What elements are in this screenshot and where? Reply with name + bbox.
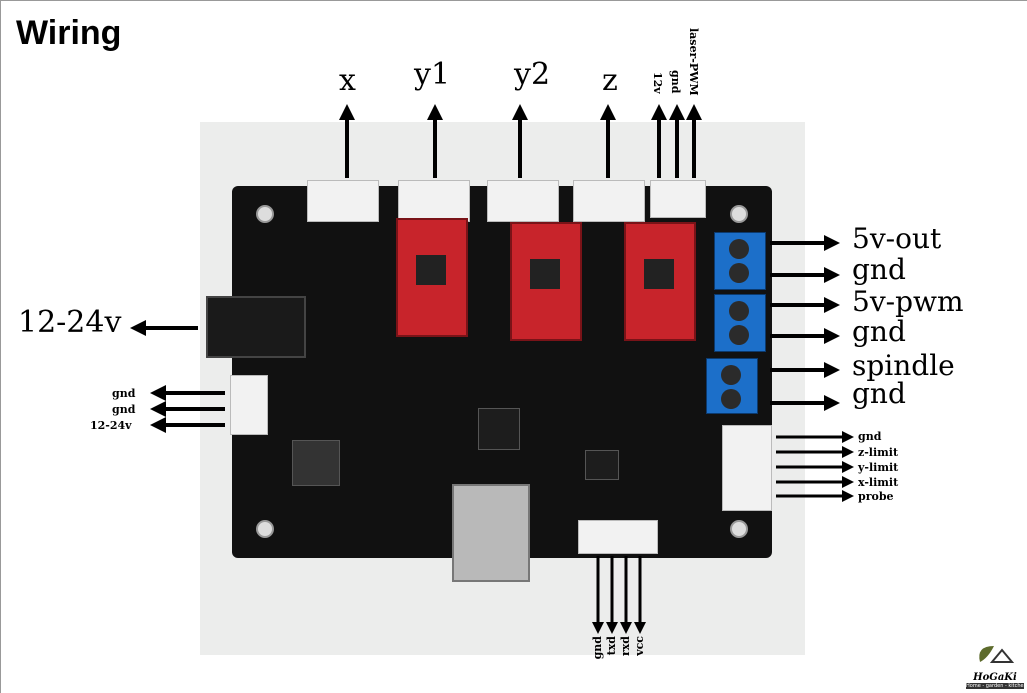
terminal-5v-out bbox=[714, 232, 766, 290]
label-5v-out: 5v-out bbox=[852, 222, 942, 255]
label-12-24v: 12-24v bbox=[18, 305, 122, 340]
label-spindle: spindle bbox=[852, 349, 955, 382]
stepper-driver-module bbox=[510, 222, 582, 341]
usb-b-port bbox=[452, 484, 530, 582]
limit-connector bbox=[722, 425, 772, 511]
mount-hole bbox=[256, 520, 274, 538]
ch340-chip bbox=[585, 450, 619, 480]
dc-power-jack bbox=[206, 296, 306, 358]
label-gnd: gnd bbox=[858, 430, 882, 443]
label-5v-pwm: 5v-pwm bbox=[852, 285, 964, 318]
label-txd: txd bbox=[605, 636, 618, 656]
label-12v: 12v bbox=[651, 72, 664, 94]
label-laser-pwm: laser-PWM bbox=[687, 28, 700, 96]
stepper-driver-module bbox=[396, 218, 468, 337]
microcontroller-chip bbox=[478, 408, 520, 450]
page-title: Wiring bbox=[16, 14, 122, 52]
label-probe: probe bbox=[858, 490, 894, 503]
x-motor-connector bbox=[307, 180, 379, 222]
label-vcc: vcc bbox=[633, 636, 646, 656]
label-rxd: rxd bbox=[619, 636, 632, 657]
power-connector bbox=[230, 375, 268, 435]
label-y2: y2 bbox=[514, 57, 551, 92]
mount-hole bbox=[256, 205, 274, 223]
serial-connector bbox=[578, 520, 658, 554]
label-y1: y1 bbox=[414, 57, 451, 92]
label-gnd: gnd bbox=[112, 387, 136, 400]
label-12-24v-small: 12-24v bbox=[90, 419, 132, 432]
mount-hole bbox=[730, 520, 748, 538]
label-x-limit: x-limit bbox=[858, 476, 899, 489]
laser-connector bbox=[650, 180, 706, 218]
terminal-spindle bbox=[706, 358, 758, 414]
hogaki-logo: HoGaKi Home - garden - kitchen bbox=[966, 640, 1027, 690]
label-gnd: gnd bbox=[852, 377, 906, 410]
label-z: z bbox=[602, 63, 618, 98]
label-z-limit: z-limit bbox=[858, 446, 899, 459]
house-leaf-icon bbox=[979, 646, 1015, 663]
z-motor-connector bbox=[573, 180, 645, 222]
label-y-limit: y-limit bbox=[858, 461, 899, 474]
terminal-5v-pwm bbox=[714, 294, 766, 352]
y2-motor-connector bbox=[487, 180, 559, 222]
label-gnd: gnd bbox=[852, 253, 906, 286]
mount-hole bbox=[730, 205, 748, 223]
label-gnd: gnd bbox=[852, 315, 906, 348]
label-gnd: gnd bbox=[112, 403, 136, 416]
stepper-driver-module bbox=[624, 222, 696, 341]
label-x: x bbox=[339, 63, 356, 98]
label-gnd: gnd bbox=[591, 636, 604, 660]
y1-motor-connector bbox=[398, 180, 470, 222]
label-gnd: gnd bbox=[669, 70, 682, 94]
regulator bbox=[292, 440, 340, 486]
